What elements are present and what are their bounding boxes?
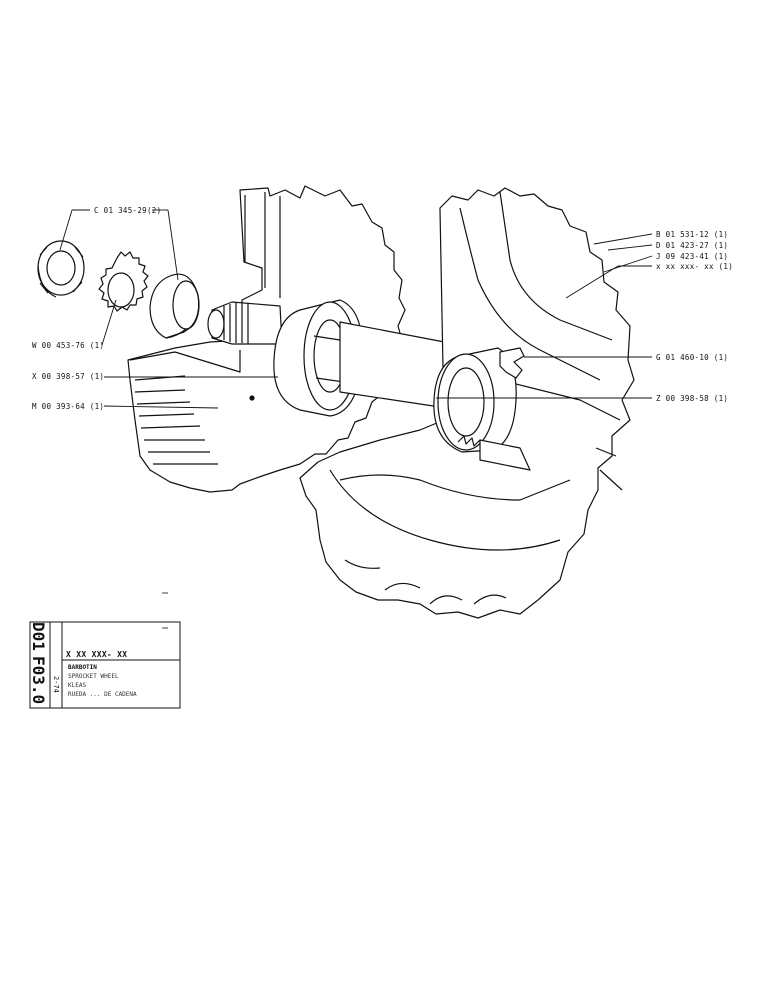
spring-part [457, 435, 531, 471]
tab-washer-part [98, 251, 149, 312]
drawing-code-a: D01 [29, 622, 48, 651]
leader-lines [59, 209, 653, 409]
callout-j09: J 09 423-41 (1) [656, 252, 729, 261]
description-en: SPROCKET WHEEL [68, 673, 119, 680]
drawing-code-b: F03.0 [29, 656, 48, 705]
callout-xxx: x xx xxx- xx (1) [656, 262, 734, 271]
description-fr: BARBOTIN [68, 664, 97, 671]
callout-m00: M 00 393-64 (1) [32, 402, 105, 411]
callout-b01: B 01 531-12 (1) [656, 230, 729, 239]
callout-x00: X 00 398-57 (1) [32, 372, 105, 381]
drawing-date: 2-74 [52, 676, 60, 693]
callout-z00: Z 00 398-58 (1) [656, 394, 729, 403]
part-number: X XX XXX- XX [66, 650, 128, 659]
callout-g01: G 01 460-10 (1) [656, 353, 729, 362]
splined-shaft-part [207, 301, 283, 345]
circlip-part [499, 347, 525, 379]
description-de: KLEAS [68, 682, 87, 689]
lock-nut-part [37, 240, 85, 298]
bearing-z00-part [433, 347, 517, 453]
title-block-frame [29, 621, 181, 709]
callout-d01: D 01 423-27 (1) [656, 241, 729, 250]
callout-c01: C 01 345-29(2) [94, 206, 162, 215]
spacer-ring-part [149, 273, 200, 339]
description-es: RUEDA ... DE CADENA [68, 691, 137, 698]
callout-w00: W 00 453-76 (1) [32, 341, 105, 350]
